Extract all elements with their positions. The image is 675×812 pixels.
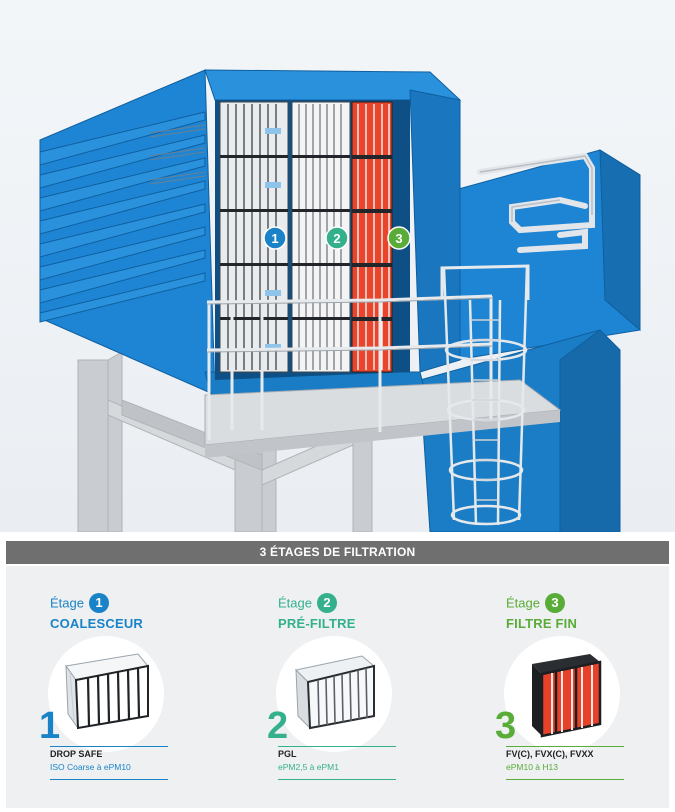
stage-3-badge: 3 <box>544 593 565 613</box>
stage-2-rule-bottom <box>278 779 396 780</box>
diagram-badge-3-label: 3 <box>395 231 402 246</box>
access-platform <box>204 379 562 458</box>
stage-1-rule-top <box>50 746 168 747</box>
stage-2-product: PGL <box>278 749 297 759</box>
rear-duct <box>419 149 641 533</box>
diagram-badge-1: 1 <box>263 226 287 250</box>
v-bank-filter-icon <box>532 654 602 738</box>
stage-3-big-number: 3 <box>495 705 517 747</box>
stage-2-rule-top <box>278 746 396 747</box>
stage-2-name: PRÉ-FILTRE <box>278 616 356 631</box>
stage-3-spec: ePM10 à H13 <box>506 762 558 772</box>
section-title: 3 ÉTAGES DE FILTRATION <box>6 541 669 564</box>
stage-3-name: FILTRE FIN <box>506 616 578 631</box>
stage-3-rule-top <box>506 746 624 747</box>
stage-1-product: DROP SAFE <box>50 749 103 759</box>
pocket-filter-white-icon <box>65 653 149 730</box>
stage-2-photo <box>276 636 392 752</box>
stage-3-etage-label: Étage <box>506 595 540 611</box>
inlet-louvres <box>39 111 206 323</box>
stage-3-photo <box>504 636 620 752</box>
diagram-badge-1-label: 1 <box>271 231 278 246</box>
stage-1-spec: ISO Coarse à ePM10 <box>50 762 131 772</box>
stage-2-big-number: 2 <box>267 705 289 747</box>
stage-1-etage-label: Étage <box>50 595 84 611</box>
stage-1-rule-bottom <box>50 779 168 780</box>
louvre-slits <box>149 124 206 185</box>
stage-2-etage-label: Étage <box>278 595 312 611</box>
stage-1-photo <box>48 636 164 752</box>
stage-3-product: FV(C), FVX(C), FVXX <box>506 749 594 759</box>
filter-bank-stage-3 <box>351 101 393 373</box>
stage-3-rule-bottom <box>506 779 624 780</box>
filtration-housing-illustration: 1 2 3 <box>0 0 675 533</box>
stage-1-big-number: 1 <box>39 705 61 747</box>
stage-2-badge: 2 <box>316 593 337 613</box>
diagram-badge-2-label: 2 <box>333 231 340 246</box>
stage-1-badge: 1 <box>88 593 109 613</box>
diagram-badge-3: 3 <box>387 226 411 250</box>
diagram-badge-2: 2 <box>325 226 349 250</box>
stage-2-spec: ePM2,5 à ePM1 <box>278 762 339 772</box>
pleated-filter-icon <box>294 655 376 730</box>
stage-1-name: COALESCEUR <box>50 616 144 631</box>
